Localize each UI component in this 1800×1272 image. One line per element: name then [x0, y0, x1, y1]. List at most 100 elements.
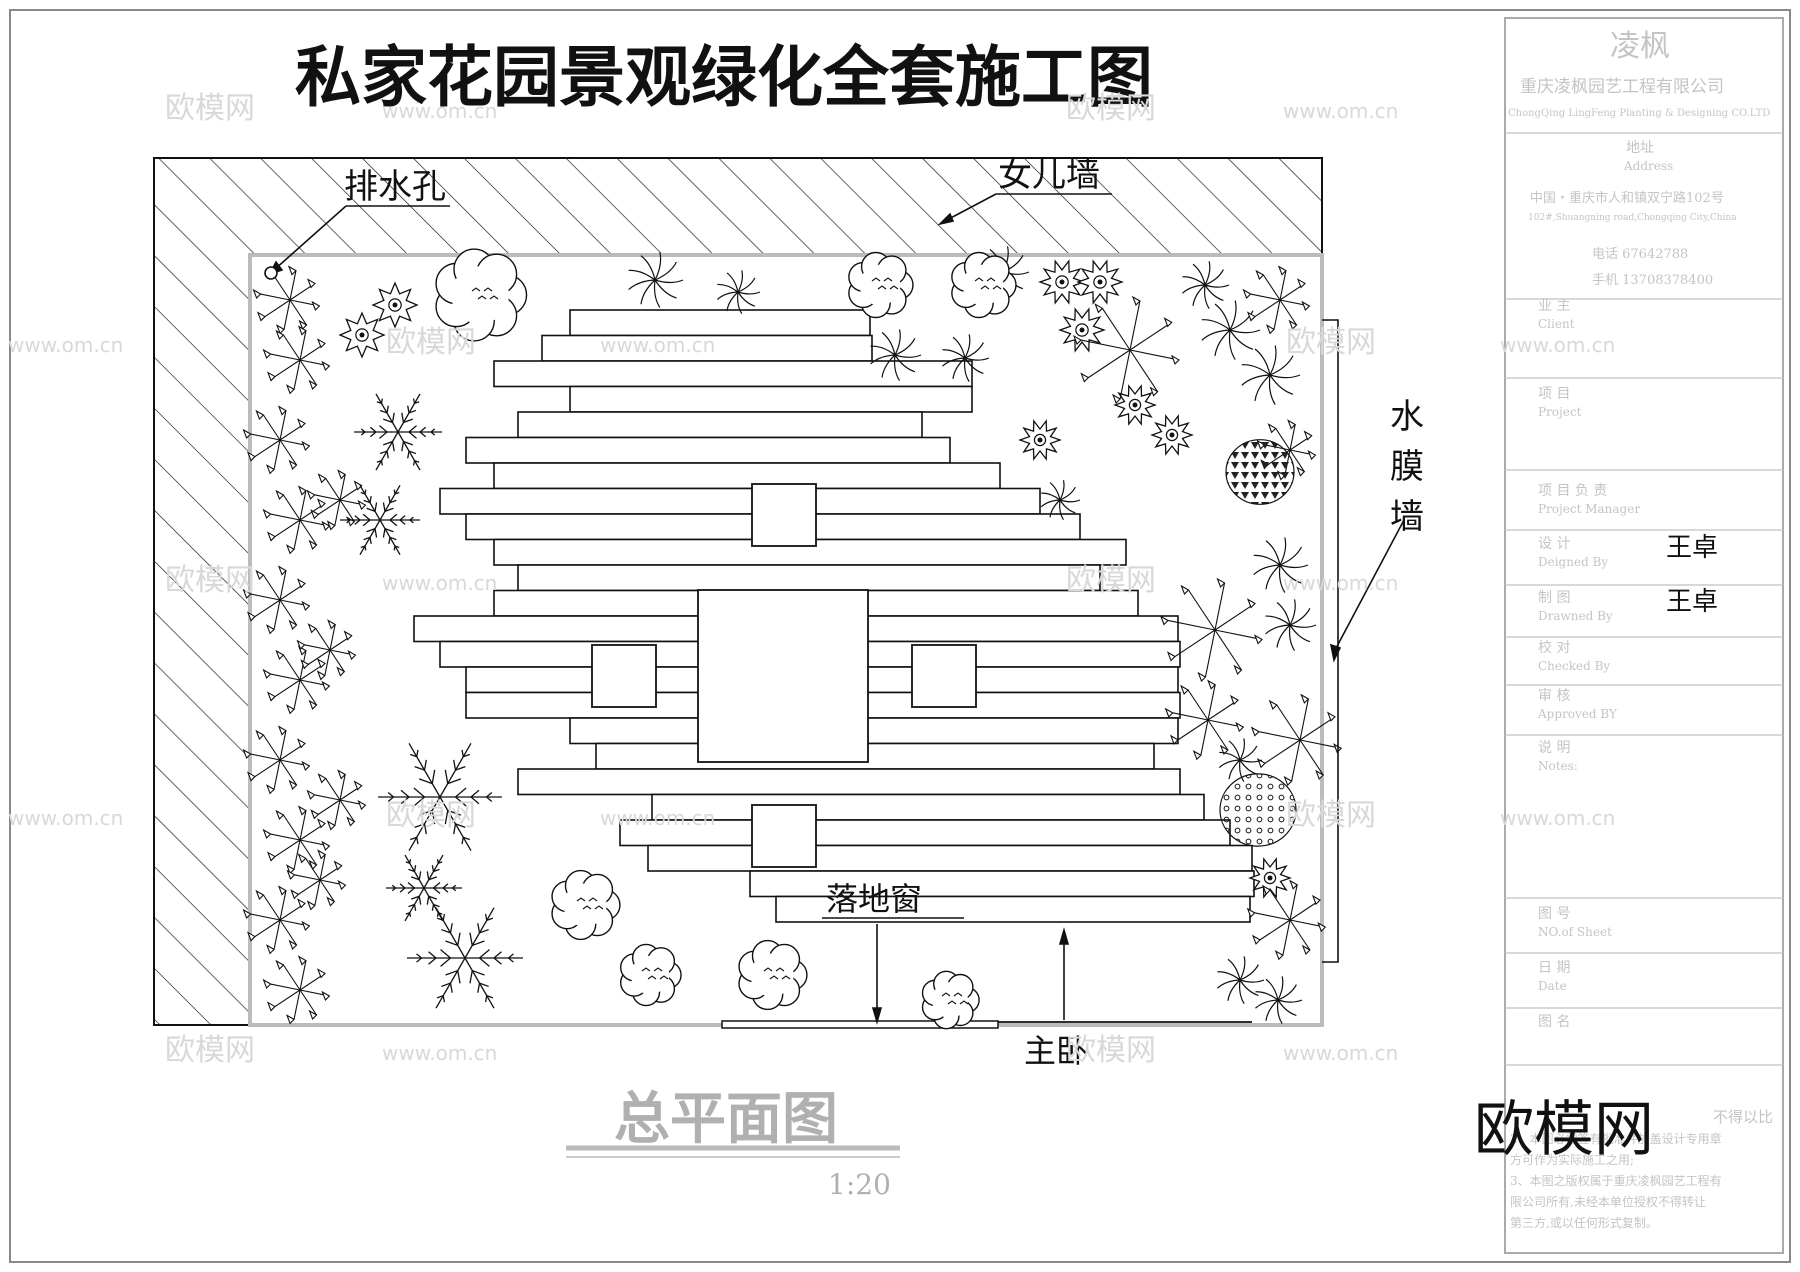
title-block-label: 校 对 — [1538, 639, 1570, 656]
mobile: 手机 13708378400 — [1592, 273, 1713, 288]
palm-plant — [1253, 537, 1309, 593]
palm-plant — [1255, 976, 1303, 1024]
title-block-label: 项 目 — [1538, 386, 1570, 402]
watermark-brand: 欧模网 — [165, 91, 255, 126]
title-block: 凌枫 重庆凌枫园艺工程有限公司 ChongQing LingFeng Plant… — [1504, 17, 1784, 1254]
drain-hole-label: 排水孔 — [344, 167, 446, 207]
star-shrub — [1058, 307, 1106, 353]
watermark-url: www.om.cn — [382, 99, 497, 123]
title-block-value: 王卓 — [1666, 533, 1718, 563]
title-block-label-en: Project — [1538, 405, 1582, 419]
watermark-brand: 欧模网 — [1066, 563, 1156, 598]
watermark-url: www.om.cn — [1283, 1041, 1398, 1065]
deck-plank — [749, 870, 1255, 898]
groundcover-plant — [1242, 265, 1311, 335]
address-line-cn: 中国・重庆市人和镇双宁路102号 — [1530, 190, 1724, 206]
groundcover-plant — [242, 725, 311, 795]
star-shrub — [1018, 419, 1062, 461]
planting — [242, 246, 1343, 1030]
groundcover-plant — [1250, 693, 1343, 787]
groundcover-plant — [262, 955, 331, 1025]
palm-plant — [1182, 261, 1230, 309]
star-shrub — [371, 281, 419, 329]
deck-plank — [465, 436, 951, 464]
palm-plant — [942, 334, 990, 382]
star-shrub — [1076, 259, 1124, 305]
water-film-wall — [1322, 319, 1339, 963]
conifer-tree — [378, 742, 502, 852]
watermark-brand: 欧模网 — [386, 798, 476, 833]
title-block-label: 审 核 — [1538, 688, 1570, 704]
palm-plant — [1265, 599, 1317, 651]
deck-plank — [493, 462, 1001, 490]
groundcover-plant — [286, 849, 347, 911]
leader-lines — [264, 193, 1405, 1025]
watermark-url: www.om.cn — [600, 806, 715, 830]
floor-window-label: 落地窗 — [826, 880, 922, 918]
star-shrub — [1150, 414, 1194, 456]
watermark-url: www.om.cn — [1500, 806, 1615, 830]
palm-plant — [1201, 300, 1261, 360]
watermark-url: www.om.cn — [600, 333, 715, 357]
address-line-en: 102#,Shuangning road,Chongqing City,Chin… — [1528, 213, 1737, 223]
watermark-brand: 欧模网 — [1066, 91, 1156, 126]
flowering-shrub — [951, 251, 1017, 319]
plan-scale: 1:20 — [828, 1168, 891, 1201]
star-shrub — [1038, 259, 1086, 305]
groundcover-plant — [306, 769, 367, 831]
watermark-url: www.om.cn — [8, 806, 123, 830]
seat-right — [911, 644, 977, 708]
table-top — [697, 589, 869, 763]
title-block-label-en: Client — [1538, 317, 1575, 331]
deck-plank — [439, 487, 1041, 515]
deck-plank — [595, 742, 1155, 770]
dining-table — [591, 483, 977, 868]
water-film-wall-label-3: 墙 — [1390, 497, 1424, 537]
title-block-label-en: NO.of Sheet — [1538, 925, 1612, 939]
dense-shrub — [1219, 773, 1297, 847]
title-block-note: 3、本图之版权属于重庆凌枫园艺工程有 — [1510, 1173, 1722, 1188]
floor-window — [721, 1020, 1252, 1029]
watermark-brand: 欧模网 — [165, 563, 255, 598]
title-block-label: 业 主 — [1538, 298, 1570, 314]
watermark-large: 欧模网 — [1474, 1095, 1654, 1165]
title-block-label: 图 号 — [1538, 906, 1570, 922]
deck-plank — [569, 309, 871, 337]
deck-plank — [493, 360, 973, 388]
groundcover-plant — [262, 485, 331, 555]
flowering-shrub — [738, 939, 808, 1011]
title-block-label-en: Checked By — [1538, 659, 1610, 673]
water-film-wall-label-2: 膜 — [1390, 447, 1424, 487]
seat-top — [751, 483, 817, 547]
title-block-note: 方可作为实际施工之用; — [1510, 1152, 1634, 1167]
conifer-tree — [340, 485, 420, 555]
title-block-label: 日 期 — [1538, 960, 1570, 976]
title-block-note: 限公司所有,未经本单位授权不得转让 — [1510, 1194, 1706, 1209]
groundcover-plant — [262, 325, 331, 395]
sheet-border — [9, 9, 1791, 1263]
title-block-label: 项 目 负 责 — [1538, 483, 1607, 499]
conifer-tree — [386, 854, 462, 922]
watermark-url: www.om.cn — [382, 571, 497, 595]
groundcover-plant — [242, 565, 311, 635]
title-block-label-en: Date — [1538, 979, 1567, 993]
title-block-label-en: Deigned By — [1538, 555, 1608, 569]
title-block-note: 2、本图必需签有批准并加盖设计专用章 — [1510, 1131, 1722, 1146]
title-block-label: 制 图 — [1538, 590, 1570, 606]
deck-plank — [569, 717, 1179, 745]
watermark-url: www.om.cn — [1283, 571, 1398, 595]
title-block-label-en: Approved BY — [1537, 707, 1618, 721]
watermark-url: www.om.cn — [1500, 333, 1615, 357]
groundcover-plant — [242, 885, 311, 955]
address-cn: 地址 — [1626, 140, 1654, 156]
watermark-brand: 欧模网 — [1286, 798, 1376, 833]
groundcover-plant — [262, 805, 331, 875]
seat-left — [591, 644, 657, 708]
palm-plant — [1217, 956, 1265, 1004]
water-film-wall-label-1: 水 — [1390, 397, 1424, 437]
title-block-value: 王卓 — [1666, 587, 1718, 617]
conifer-tree — [354, 393, 442, 471]
watermark-brand: 欧模网 — [165, 1033, 255, 1068]
title-block-label: 说 明 — [1538, 740, 1570, 756]
plan-name: 总平面图 — [614, 1087, 838, 1152]
